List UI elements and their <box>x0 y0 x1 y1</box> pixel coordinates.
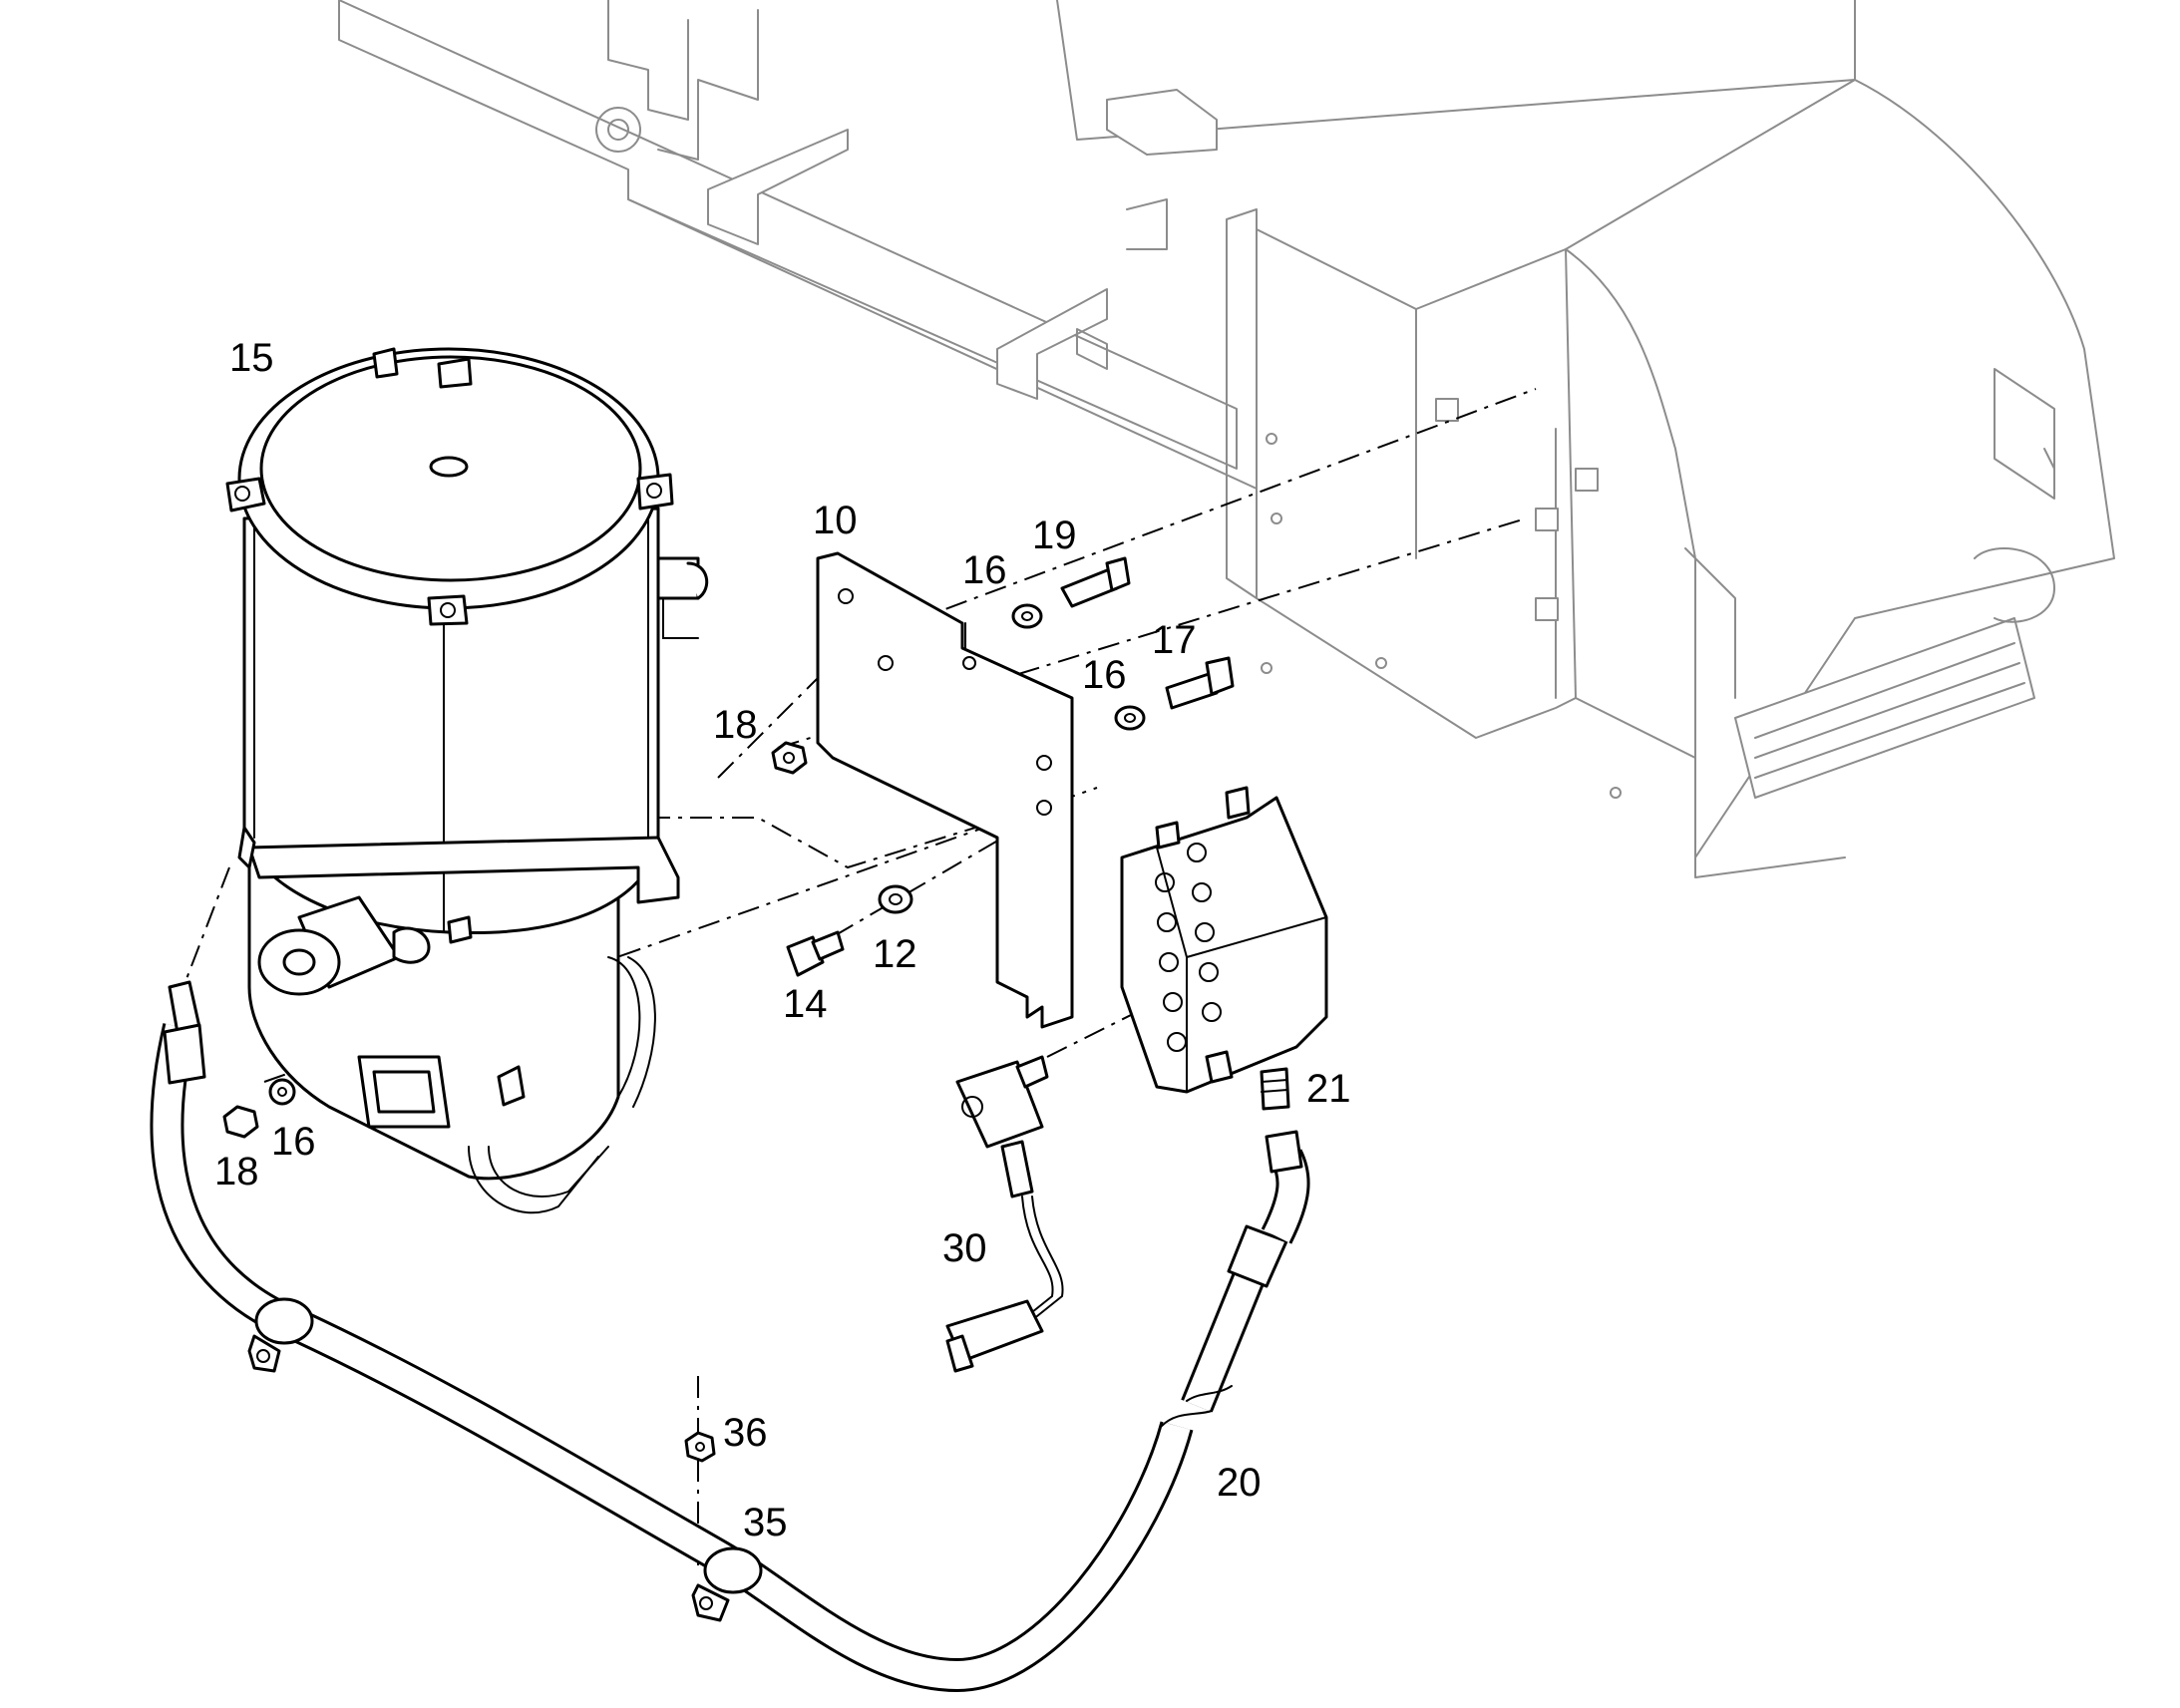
nut-36 <box>684 1431 716 1463</box>
washer-16-lower <box>268 1078 296 1106</box>
washer-16-upper <box>1011 603 1043 629</box>
bolt-17 <box>1165 656 1235 710</box>
callout-35: 35 <box>743 1501 788 1544</box>
distributor-block <box>1120 786 1328 1094</box>
callout-19: 19 <box>1032 513 1077 557</box>
callout-16-lower: 16 <box>271 1120 316 1164</box>
callout-30: 30 <box>942 1226 987 1270</box>
mounting-bracket-10 <box>816 551 1074 1029</box>
callout-20: 20 <box>1217 1461 1262 1505</box>
bolt-19 <box>1060 556 1131 608</box>
callout-18-lower: 18 <box>214 1150 259 1194</box>
callout-16-middle: 16 <box>1082 653 1127 697</box>
callout-10: 10 <box>813 499 858 542</box>
grease-hose-20 <box>150 980 1310 1693</box>
clamp-35 <box>691 1546 763 1622</box>
washer-12 <box>878 884 913 914</box>
callout-14: 14 <box>783 982 828 1026</box>
fitting-21 <box>1260 1067 1290 1111</box>
callout-12: 12 <box>873 932 917 976</box>
callout-17: 17 <box>1152 618 1197 662</box>
nut-18-upper <box>771 741 808 775</box>
callout-15: 15 <box>229 336 274 380</box>
callout-21: 21 <box>1306 1067 1351 1111</box>
hose-clamp-upper <box>247 1297 314 1373</box>
nut-18-lower <box>222 1105 259 1139</box>
callout-labels: 15 10 19 16 17 16 18 12 14 21 18 16 30 3… <box>214 336 1351 1544</box>
callout-16-upper: 16 <box>962 548 1007 592</box>
grease-pump-15 <box>225 347 709 1214</box>
machine-frame-background <box>338 0 2115 878</box>
bolt-14 <box>786 930 845 977</box>
callout-36: 36 <box>723 1411 768 1455</box>
washer-16-middle <box>1114 705 1146 731</box>
sensor-30 <box>945 1055 1064 1373</box>
callout-18-upper: 18 <box>713 703 758 747</box>
